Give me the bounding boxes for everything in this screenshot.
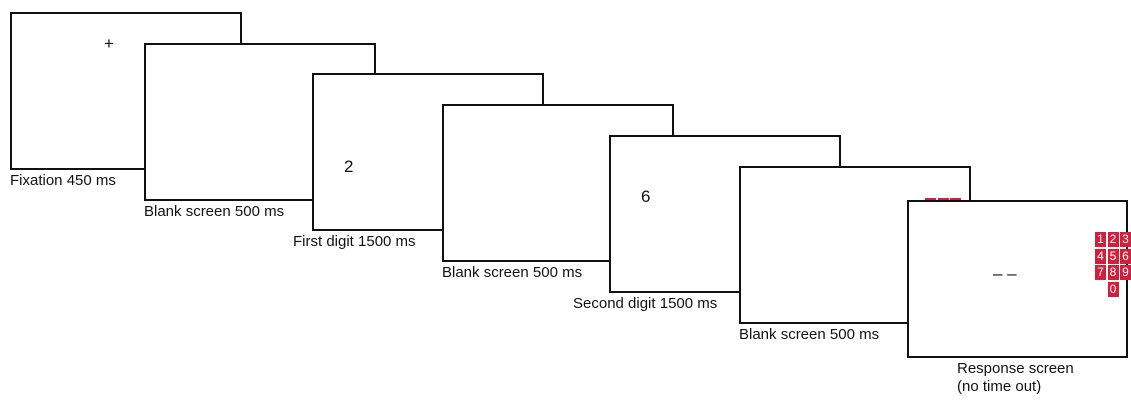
label-blank-3: Blank screen 500 ms <box>739 326 880 343</box>
stimulus-second-digit: 6 <box>641 187 651 206</box>
stimulus-fixation: + <box>104 34 114 53</box>
stimulus-first-digit: 2 <box>344 157 354 176</box>
keypad-key-8: 8 <box>1107 265 1119 280</box>
label-response: Response screen (no time out) <box>957 360 1074 395</box>
keypad-key-1: 1 <box>1095 232 1106 247</box>
stimulus-response: – – <box>993 264 1017 283</box>
keypad-key-9: 9 <box>1120 265 1131 280</box>
label-blank-1: Blank screen 500 ms <box>144 203 285 220</box>
label-second-digit: Second digit 1500 ms <box>573 295 718 312</box>
keypad-key-6: 6 <box>1120 248 1131 264</box>
keypad-key-0: 0 <box>1107 281 1119 297</box>
keypad-key-3: 3 <box>1120 232 1131 247</box>
keypad-key-2: 2 <box>1107 232 1119 247</box>
label-blank-2: Blank screen 500 ms <box>442 264 583 281</box>
keypad-key-4: 4 <box>1095 248 1106 264</box>
label-fixation: Fixation 450 ms <box>10 172 116 189</box>
keypad-key-7: 7 <box>1095 265 1106 280</box>
keypad-key-5: 5 <box>1107 248 1119 264</box>
label-first-digit: First digit 1500 ms <box>293 233 416 250</box>
